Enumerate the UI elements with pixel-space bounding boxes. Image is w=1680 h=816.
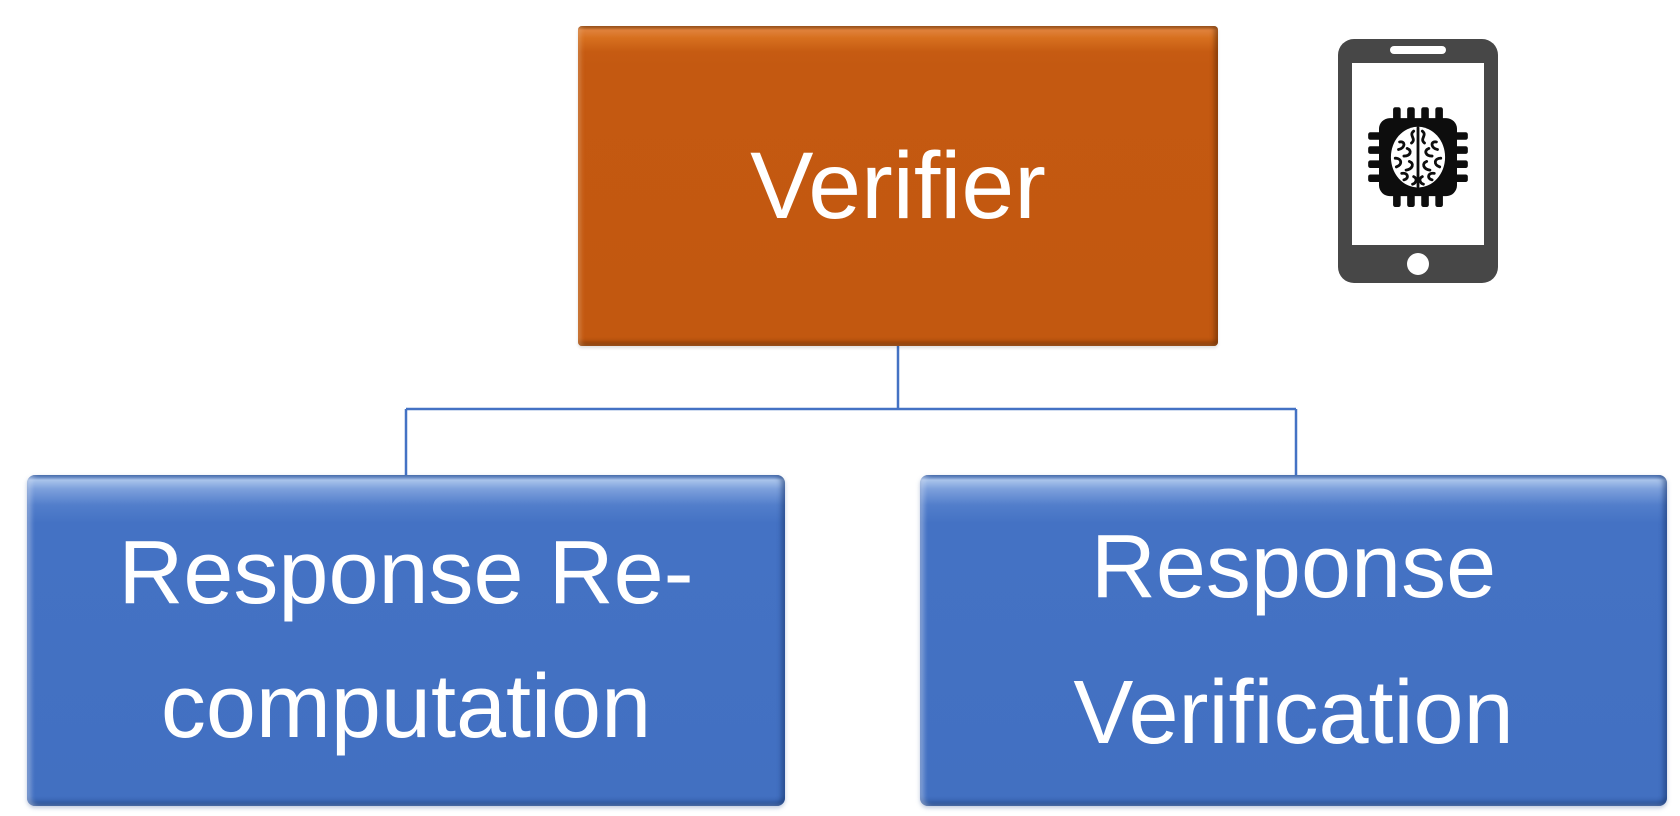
phone-home-button	[1407, 253, 1429, 275]
response-recomputation-label-line1: Response Re-	[118, 523, 694, 624]
response-verification-label-line2: Verification	[1073, 662, 1514, 763]
response-verification-node: Response Verification	[920, 475, 1667, 806]
response-verification-label-line1: Response	[1090, 516, 1497, 617]
phone-screen	[1352, 63, 1484, 245]
response-recomputation-node: Response Re- computation	[27, 475, 785, 806]
verifier-node: Verifier	[578, 26, 1218, 346]
brain-chip-icon	[1368, 107, 1468, 207]
verifier-node-label: Verifier	[750, 132, 1046, 239]
smartphone-ai-chip-icon	[1338, 39, 1498, 283]
response-recomputation-label-line2: computation	[160, 656, 652, 757]
phone-speaker-slot	[1390, 46, 1446, 54]
